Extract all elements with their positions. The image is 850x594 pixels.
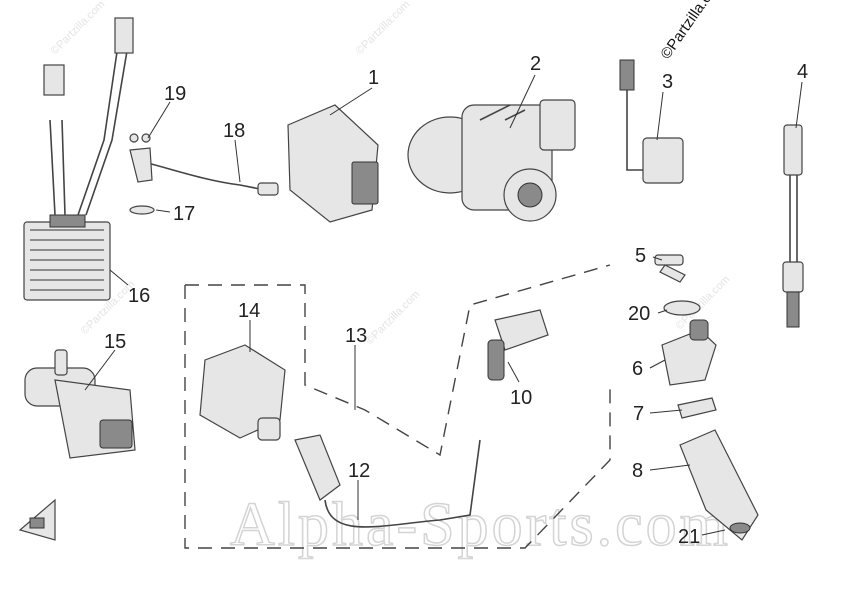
lead-wire-assembly xyxy=(129,133,279,215)
watermark-3: ©Partzilla.com xyxy=(364,288,423,347)
callout-14: 14 xyxy=(238,300,260,322)
spark-plug-cap xyxy=(487,309,549,381)
leader-lines xyxy=(84,74,803,536)
relay xyxy=(619,59,684,184)
assembly-outline xyxy=(184,264,611,549)
callout-17: 17 xyxy=(173,203,195,225)
callout-13: 13 xyxy=(345,325,367,347)
fuel-pump xyxy=(24,349,136,459)
throttle-body xyxy=(407,99,576,222)
callout-2: 2 xyxy=(530,53,541,75)
copyright-text: ©Partzilla.com xyxy=(657,0,727,62)
oxygen-sensor xyxy=(782,124,804,328)
watermark-2: ©Partzilla.com xyxy=(354,0,413,57)
callout-12: 12 xyxy=(348,460,370,482)
callout-16: 16 xyxy=(128,285,150,307)
alpha-sports-watermark: Alpha-Sports.com xyxy=(230,491,731,559)
callout-18: 18 xyxy=(223,120,245,142)
callout-20: 20 xyxy=(628,303,650,325)
callout-numbers: 1 2 3 4 5 6 7 8 10 12 13 14 15 16 17 18 … xyxy=(104,53,808,548)
callout-1: 1 xyxy=(368,67,379,89)
injector-assembly xyxy=(654,254,759,541)
callout-3: 3 xyxy=(662,71,673,93)
callout-15: 15 xyxy=(104,331,126,353)
watermark-1: ©Partzilla.com xyxy=(49,0,108,57)
callout-10: 10 xyxy=(510,387,532,409)
callout-8: 8 xyxy=(632,460,643,482)
regulator-rectifier xyxy=(23,17,134,301)
plug-cap-lead xyxy=(294,434,481,528)
callout-5: 5 xyxy=(635,245,646,267)
label-card xyxy=(18,498,56,541)
ignition-coil xyxy=(199,344,286,441)
callout-6: 6 xyxy=(632,358,643,380)
callout-21: 21 xyxy=(678,526,700,548)
callout-4: 4 xyxy=(797,61,808,83)
ecu-module xyxy=(287,104,379,223)
callout-19: 19 xyxy=(164,83,186,105)
callout-7: 7 xyxy=(633,403,644,425)
